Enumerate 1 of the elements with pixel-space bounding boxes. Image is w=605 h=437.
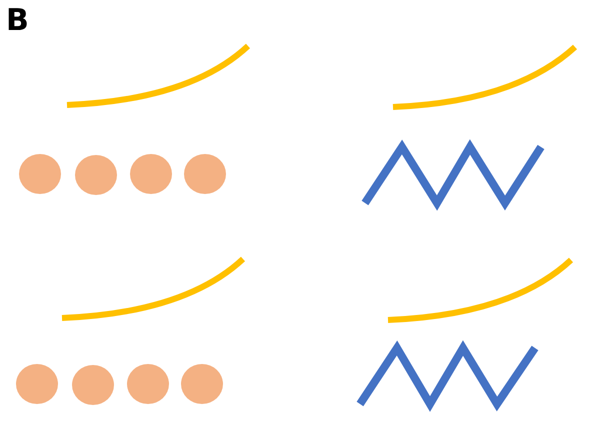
panel-label: B <box>6 4 29 38</box>
